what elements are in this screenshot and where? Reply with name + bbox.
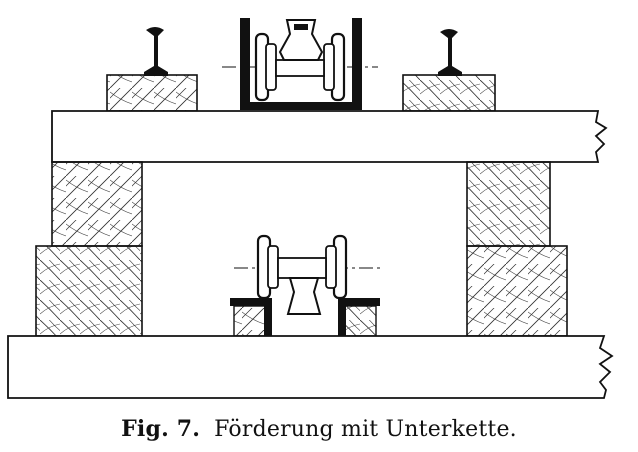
upper-beam (51, 110, 608, 163)
right-rail (438, 29, 462, 76)
upper-left-sleeper (106, 74, 198, 112)
left-post-lower (35, 245, 143, 337)
right-post-upper (466, 161, 551, 247)
lower-chain-channel (230, 298, 380, 336)
ground-beam (7, 335, 614, 399)
lower-chain-carriage (256, 234, 348, 315)
figure-title: Förderung mit Unterkette. (214, 417, 517, 442)
figure-number: Fig. 7. (121, 416, 201, 442)
right-post-lower (466, 245, 568, 337)
left-rail (144, 27, 168, 76)
lower-left-sleeper (233, 305, 267, 337)
figure-caption: Fig. 7. Förderung mit Unterkette. (0, 416, 638, 442)
lower-right-sleeper (343, 305, 377, 337)
upper-chain-carriage (254, 19, 346, 102)
upper-right-sleeper (402, 74, 496, 112)
left-post-upper (51, 161, 143, 247)
